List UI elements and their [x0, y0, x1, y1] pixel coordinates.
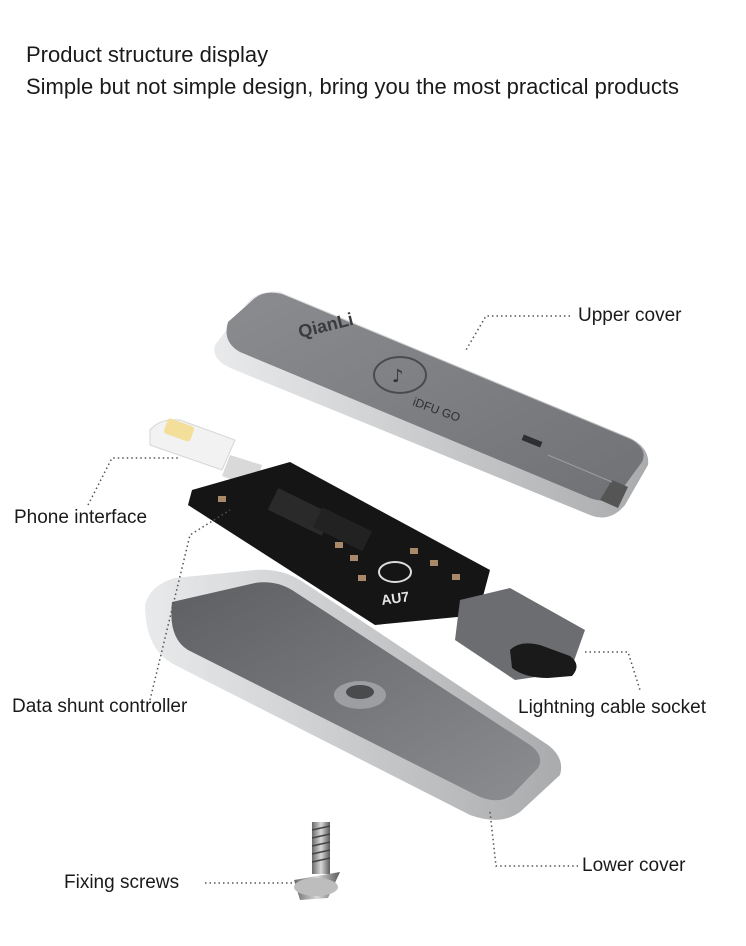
pcb-assembly: AU7	[149, 418, 585, 680]
leader-lines	[87, 315, 641, 884]
title-block: Product structure display Simple but not…	[26, 40, 679, 102]
callout-data-shunt-controller: Data shunt controller	[12, 696, 188, 717]
fixing-screw-part	[294, 822, 340, 900]
upper-cover-part: QianLi ♪ iDFU GO	[214, 291, 649, 518]
callout-fixing-screws: Fixing screws	[64, 872, 180, 893]
callout-phone-interface: Phone interface	[14, 507, 148, 528]
svg-text:♪: ♪	[392, 366, 404, 387]
callout-lower-cover: Lower cover	[582, 855, 686, 876]
music-note-icon	[373, 356, 427, 394]
pcb-code-marking: AU7	[380, 588, 410, 608]
page-subtitle: Simple but not simple design, bring you …	[26, 74, 679, 99]
lower-cover-part	[145, 569, 562, 820]
page-title: Product structure display	[26, 42, 269, 67]
callout-upper-cover: Upper cover	[578, 305, 682, 326]
callout-lightning-cable-socket: Lightning cable socket	[518, 697, 707, 718]
